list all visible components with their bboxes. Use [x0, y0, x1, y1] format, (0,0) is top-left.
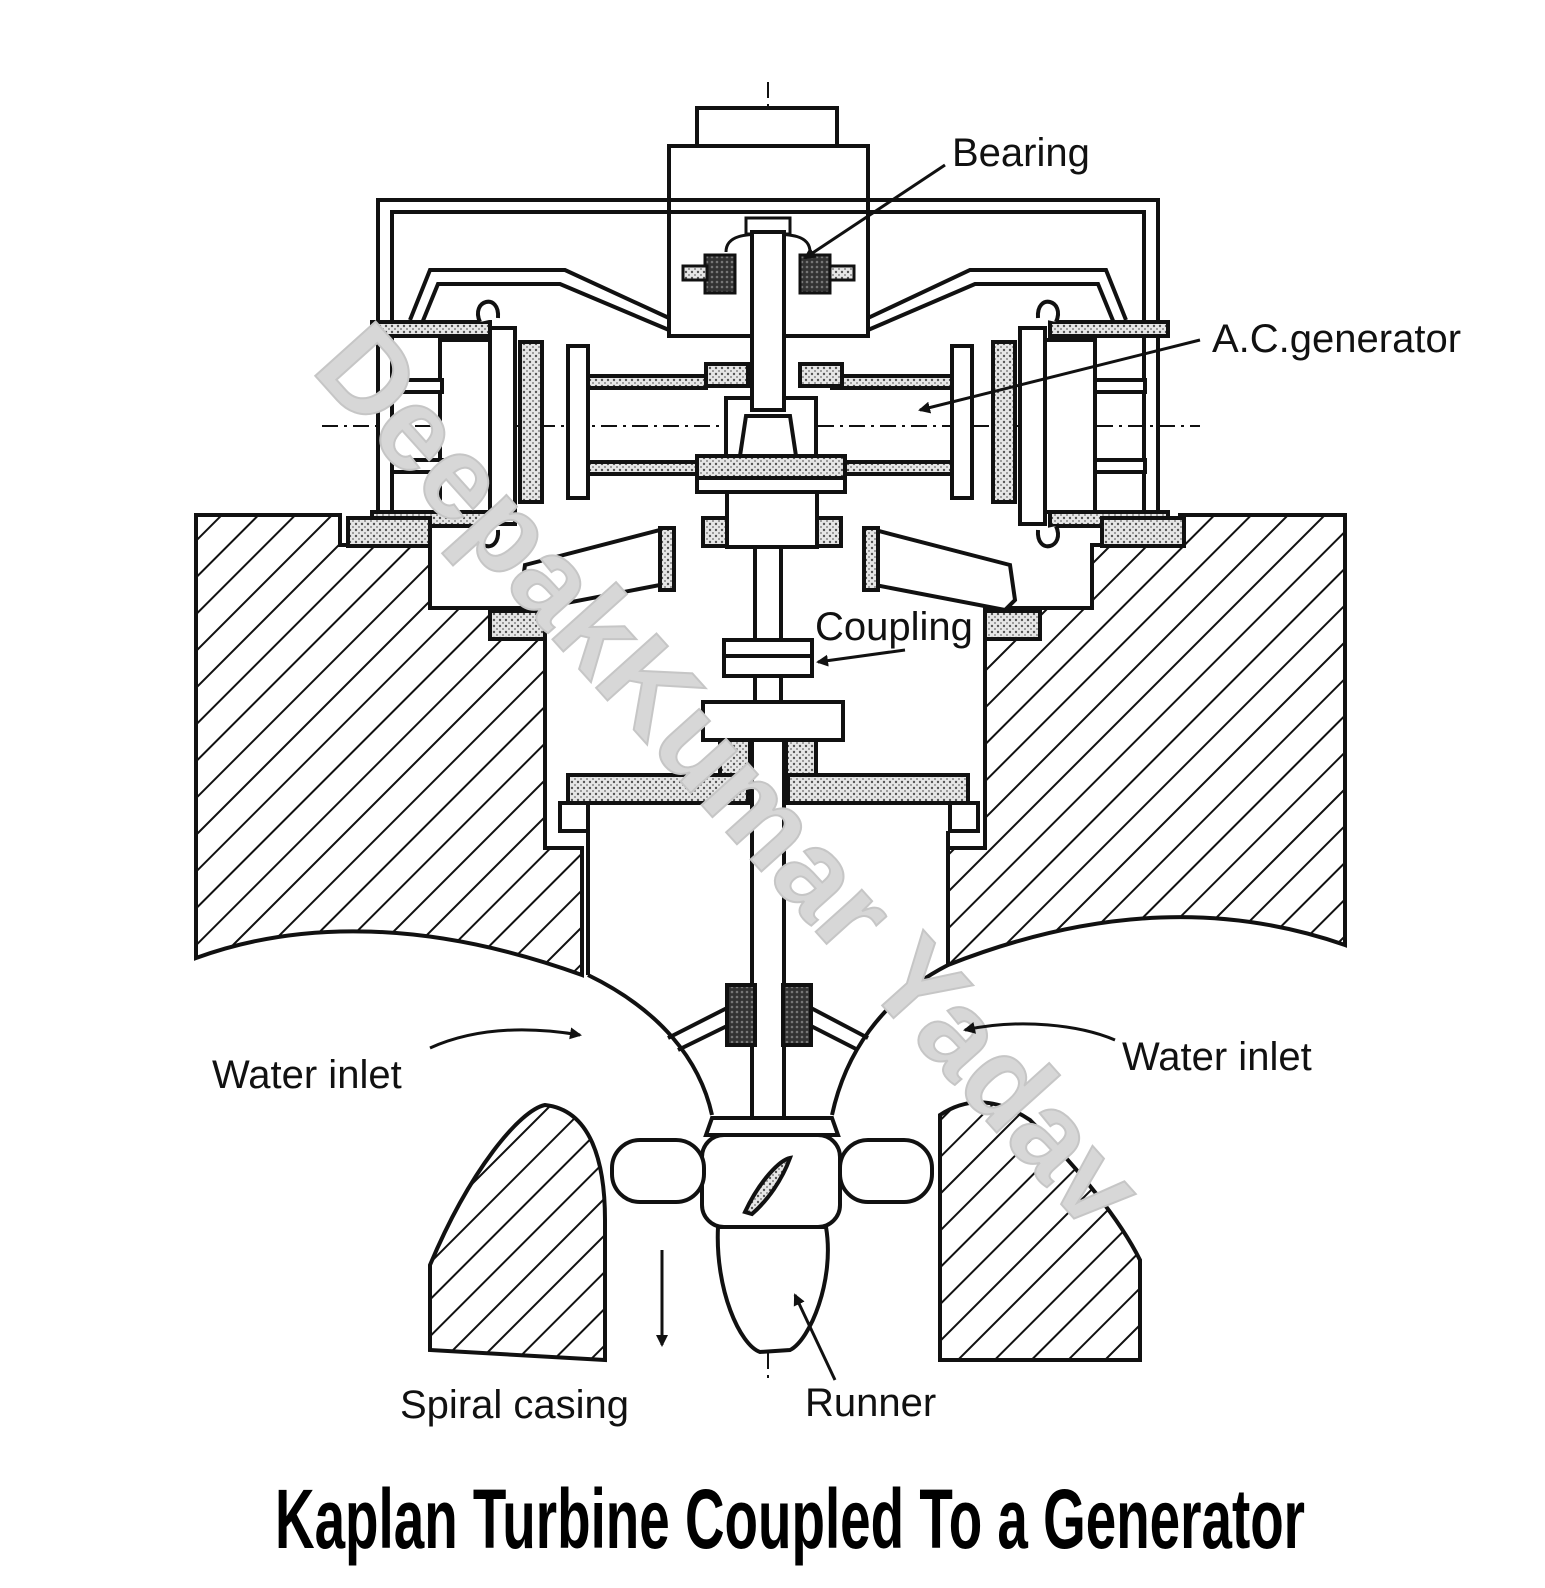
runner-cone — [715, 1225, 830, 1355]
right-stator-core — [991, 340, 1017, 504]
runner-hub-band — [703, 1116, 841, 1137]
label-runner: Runner — [805, 1381, 936, 1425]
bearing-plate-left — [681, 264, 709, 282]
sole-plate-left — [346, 516, 432, 548]
rotor-hub-base — [695, 476, 847, 494]
rotor-arm-bottom-left — [586, 460, 708, 476]
generator-frame-outer — [376, 198, 1160, 515]
pedestal-plate-right — [983, 609, 1042, 641]
right-outer-flange — [1048, 320, 1170, 338]
shaft-lower — [753, 674, 783, 706]
oil-pan-right — [873, 527, 1018, 613]
bearing-plate-right — [828, 264, 856, 282]
left-winding-lug-top — [476, 299, 501, 323]
lower-guide-bearing-right — [781, 983, 813, 1047]
runner-blade-right — [838, 1138, 934, 1204]
right-rib-2 — [1093, 458, 1147, 474]
head-cover-lug-left — [558, 801, 590, 833]
label-water-inlet-right: Water inlet — [1122, 1035, 1312, 1079]
stay-vane-right — [810, 1006, 869, 1052]
head-cover-plate-left — [566, 773, 750, 805]
label-generator: A.C.generator — [1212, 317, 1461, 361]
thrust-bearing-housing — [725, 490, 819, 549]
right-rib-1 — [1093, 378, 1147, 394]
thrust-pad-left — [701, 516, 729, 548]
pan-post-right — [862, 526, 880, 592]
water-inlet-right-arrow — [963, 1022, 1116, 1042]
rotor-arm-bottom-right — [830, 460, 954, 476]
left-rib-2 — [390, 458, 444, 474]
rotor-arm-top-right — [830, 374, 954, 390]
oil-pan-left — [517, 527, 662, 613]
rotor-hub-upper-left — [704, 362, 750, 388]
head-cover — [558, 700, 980, 975]
guide-bearing-housing — [701, 700, 845, 742]
pan-post-left — [658, 526, 676, 592]
rotor-arm-top-left — [586, 374, 708, 390]
generator-top-left-arm-inner — [418, 282, 670, 332]
casing-and-runner — [587, 963, 949, 1355]
generator-leader — [918, 338, 1201, 414]
lower-guide-bearing-left — [725, 983, 757, 1047]
right-stator-inner — [950, 344, 974, 500]
foundation-lower-left — [428, 1102, 607, 1363]
label-spiral-casing: Spiral casing — [400, 1383, 629, 1427]
labels: Bearing A.C.generator Coupling Water inl… — [212, 131, 1461, 1427]
shaft-middle — [753, 543, 783, 642]
pedestal-plate-left — [488, 609, 547, 641]
left-stator-ring — [488, 326, 517, 526]
label-coupling: Coupling — [815, 605, 973, 649]
sole-plate-right — [1100, 516, 1186, 548]
right-winding-lug-top — [1035, 299, 1060, 323]
label-bearing: Bearing — [952, 131, 1090, 175]
generator-top-right-arm-inner — [867, 282, 1118, 332]
bearing-leader — [803, 163, 946, 260]
inlet-left-curve — [587, 973, 714, 1116]
runner-leader — [793, 1293, 837, 1381]
left-stator-core — [518, 340, 544, 504]
generator-top-right-arm — [867, 268, 1128, 321]
label-water-inlet-left: Water inlet — [212, 1053, 402, 1097]
runner-blade-detail — [742, 1155, 794, 1217]
thrust-bearing-assembly — [346, 490, 1186, 641]
right-stator-outer — [1043, 338, 1097, 514]
generator-top-left-arm — [408, 268, 670, 321]
head-cover-lug-right — [948, 801, 980, 833]
left-winding-lug-bottom — [476, 525, 501, 549]
head-cover-plate-right — [786, 773, 970, 805]
bearing-pad-right — [798, 253, 832, 295]
shaft-upper — [750, 230, 786, 412]
leader-lines — [429, 163, 1201, 1381]
exciter-top — [695, 106, 839, 150]
rotor-hub-lower — [695, 454, 847, 480]
inlet-right-curve — [830, 963, 949, 1116]
diagram-title: Kaplan Turbine Coupled To a Generator — [275, 1472, 1305, 1566]
runner-blade-left — [610, 1138, 706, 1204]
stay-vane-left — [667, 1006, 728, 1052]
foundation-right-block — [946, 513, 1347, 968]
foundation — [194, 513, 1347, 1363]
right-winding-lug-bottom — [1035, 525, 1060, 549]
generator-frame-inner — [390, 210, 1146, 515]
rotor-cone — [737, 414, 799, 458]
thrust-pad-right — [815, 516, 843, 548]
left-stator-inner — [566, 344, 590, 500]
foundation-lower-right — [938, 1100, 1142, 1362]
water-inlet-left-arrow — [429, 1027, 582, 1050]
foundation-left-block — [194, 513, 584, 978]
bearing-pad-left — [703, 253, 737, 295]
rotor-hub-upper-right — [798, 362, 844, 388]
coupling-leader — [816, 648, 906, 667]
left-rib-1 — [390, 378, 444, 394]
right-stator-ring — [1018, 326, 1047, 526]
